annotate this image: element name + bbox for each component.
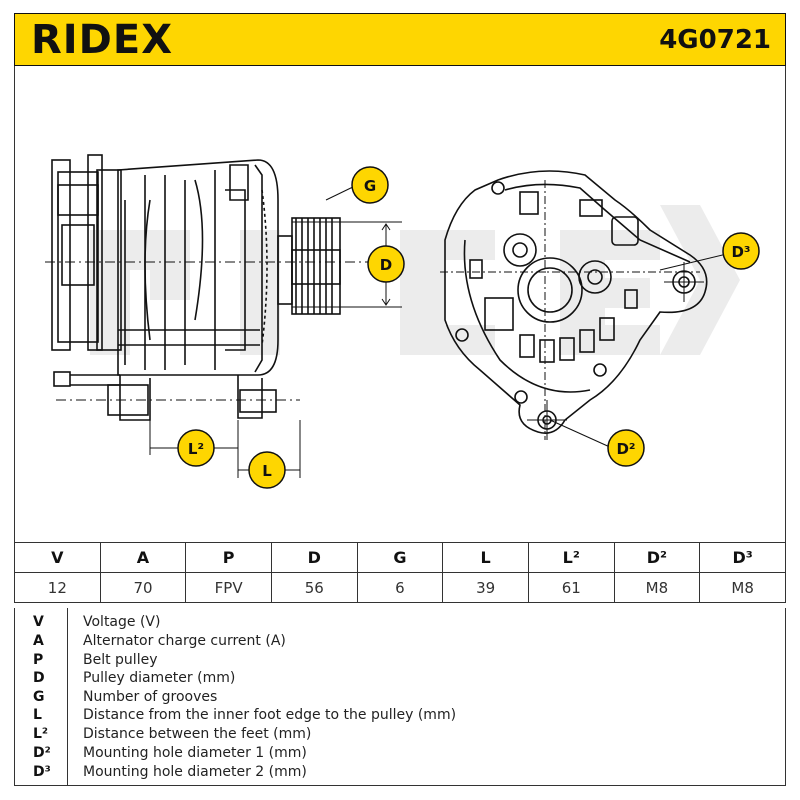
spec-header: D bbox=[270, 542, 358, 573]
spec-table: V A P D G L L² D² D³ 12 70 FPV 56 6 39 6… bbox=[14, 542, 786, 603]
legend-key: G bbox=[33, 689, 45, 705]
legend-row: L Distance from the inner foot edge to t… bbox=[15, 706, 785, 725]
callout-d3-label: D³ bbox=[731, 243, 750, 261]
spec-value: M8 bbox=[699, 572, 786, 603]
legend-key: V bbox=[33, 614, 44, 630]
legend-key: L² bbox=[33, 726, 49, 742]
legend-key: L bbox=[33, 707, 42, 723]
legend-row: A Alternator charge current (A) bbox=[15, 632, 785, 651]
spec-header-row: V A P D G L L² D² D³ bbox=[14, 542, 786, 573]
legend-desc: Mounting hole diameter 1 (mm) bbox=[83, 745, 307, 761]
legend-desc: Voltage (V) bbox=[83, 614, 161, 630]
legend-row: D² Mounting hole diameter 1 (mm) bbox=[15, 744, 785, 763]
legend-desc: Belt pulley bbox=[83, 652, 158, 668]
ridex-watermark bbox=[90, 205, 740, 355]
callout-d: D bbox=[367, 245, 405, 283]
spec-header: D² bbox=[613, 542, 701, 573]
legend-row: P Belt pulley bbox=[15, 651, 785, 670]
spec-header: L² bbox=[527, 542, 615, 573]
legend-key: D³ bbox=[33, 764, 51, 780]
legend-row: D Pulley diameter (mm) bbox=[15, 669, 785, 688]
legend-desc: Alternator charge current (A) bbox=[83, 633, 286, 649]
legend: V Voltage (V) A Alternator charge curren… bbox=[14, 608, 786, 786]
spec-value: 39 bbox=[442, 572, 529, 603]
spec-header: V bbox=[14, 542, 101, 573]
spec-value: 12 bbox=[14, 572, 101, 603]
spec-value-row: 12 70 FPV 56 6 39 61 M8 M8 bbox=[14, 572, 786, 603]
legend-desc: Pulley diameter (mm) bbox=[83, 670, 236, 686]
spec-header: D³ bbox=[699, 542, 786, 573]
callout-d2-label: D² bbox=[616, 440, 635, 458]
legend-row: L² Distance between the feet (mm) bbox=[15, 725, 785, 744]
callout-l2: L² bbox=[177, 429, 215, 467]
alternator-drawing: G D D³ D² L² L bbox=[45, 154, 760, 489]
spec-value: 56 bbox=[270, 572, 358, 603]
spec-header: A bbox=[99, 542, 187, 573]
spec-header: L bbox=[442, 542, 529, 573]
brand-logo: RIDEX bbox=[31, 17, 174, 63]
legend-row: V Voltage (V) bbox=[15, 613, 785, 632]
front-view bbox=[440, 170, 708, 440]
callout-g: G bbox=[351, 166, 389, 204]
spec-value: 6 bbox=[356, 572, 444, 603]
header-bar: RIDEX 4G0721 bbox=[14, 13, 786, 66]
legend-row: G Number of grooves bbox=[15, 688, 785, 707]
legend-row: D³ Mounting hole diameter 2 (mm) bbox=[15, 763, 785, 782]
legend-key: D bbox=[33, 670, 45, 686]
part-number: 4G0721 bbox=[659, 25, 771, 55]
side-view bbox=[45, 154, 400, 421]
legend-key: A bbox=[33, 633, 44, 649]
spec-value: 70 bbox=[99, 572, 187, 603]
callout-d3: D³ bbox=[722, 232, 760, 270]
spec-value: M8 bbox=[613, 572, 701, 603]
spec-header: G bbox=[356, 542, 444, 573]
legend-key: D² bbox=[33, 745, 51, 761]
spec-value: FPV bbox=[185, 572, 272, 603]
callout-d2: D² bbox=[607, 429, 645, 467]
legend-desc: Distance between the feet (mm) bbox=[83, 726, 312, 742]
spec-value: 61 bbox=[527, 572, 615, 603]
legend-divider bbox=[67, 608, 68, 785]
callout-l-label: L bbox=[262, 462, 272, 480]
callout-l: L bbox=[248, 451, 286, 489]
callout-d-label: D bbox=[380, 256, 392, 274]
legend-desc: Distance from the inner foot edge to the… bbox=[83, 707, 457, 723]
callout-l2-label: L² bbox=[188, 440, 204, 458]
callout-g-label: G bbox=[364, 177, 376, 195]
legend-desc: Number of grooves bbox=[83, 689, 218, 705]
legend-key: P bbox=[33, 652, 44, 668]
spec-header: P bbox=[185, 542, 272, 573]
legend-desc: Mounting hole diameter 2 (mm) bbox=[83, 764, 307, 780]
drawing-frame bbox=[14, 66, 786, 542]
